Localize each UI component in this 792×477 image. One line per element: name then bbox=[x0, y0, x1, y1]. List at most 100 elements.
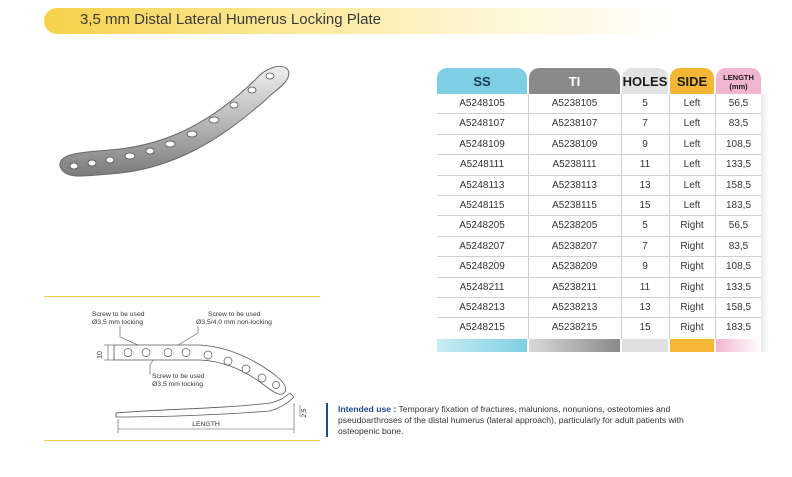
cell-ti: A5238113 bbox=[552, 179, 597, 191]
cell-length: 108,5 bbox=[725, 261, 752, 273]
table-row: A5248211 A5238211 11 Right 133,5 bbox=[437, 278, 761, 298]
cell-length: 108,5 bbox=[725, 138, 752, 150]
cell-ss: A5248205 bbox=[459, 220, 505, 232]
cell-length: 183,5 bbox=[725, 199, 752, 211]
cell-side: Left bbox=[683, 199, 701, 211]
cell-ss: A5248213 bbox=[459, 301, 505, 313]
table-row: A5248213 A5238213 13 Right 158,5 bbox=[437, 298, 761, 319]
cell-ti: A5238109 bbox=[551, 138, 598, 150]
header-length-label: LENGTH bbox=[723, 73, 754, 82]
cell-side: Right bbox=[680, 301, 704, 313]
footer-ss bbox=[437, 339, 527, 352]
cell-side: Right bbox=[680, 261, 704, 273]
divider-top bbox=[44, 296, 320, 297]
table-row: A5248113 A5238113 13 Left 158,5 bbox=[437, 176, 761, 196]
cell-ss: A5248111 bbox=[459, 159, 505, 171]
cell-holes: 7 bbox=[642, 118, 648, 130]
dim-length-label: LENGTH bbox=[192, 421, 220, 428]
cell-holes: 11 bbox=[639, 159, 651, 171]
cell-side: Left bbox=[683, 138, 701, 150]
dim-thickness-label: 2,5 bbox=[301, 408, 308, 417]
product-table: A5248105 A5238105 5 Left 56,5 A5248107 A… bbox=[437, 94, 761, 339]
cell-holes: 9 bbox=[642, 261, 648, 273]
cell-ss: A5248107 bbox=[459, 118, 505, 130]
table-row: A5248115 A5238115 15 Left 183,5 bbox=[437, 196, 761, 217]
table-row: A5248105 A5238105 5 Left 56,5 bbox=[437, 94, 761, 115]
footer-side bbox=[670, 339, 714, 352]
cell-ss: A5248105 bbox=[459, 98, 505, 109]
cell-ti: A5238215 bbox=[551, 322, 598, 334]
column-divider bbox=[621, 94, 622, 339]
footer-length bbox=[716, 339, 761, 352]
footer-ti bbox=[529, 339, 620, 352]
divider-bottom bbox=[44, 440, 320, 441]
header-ti: TI bbox=[529, 68, 620, 94]
cell-ti: A5238213 bbox=[551, 301, 598, 313]
cell-side: Left bbox=[683, 118, 701, 130]
table-row: A5248207 A5238207 7 Right 83,5 bbox=[437, 237, 761, 258]
cell-holes: 13 bbox=[639, 179, 651, 191]
header-side: SIDE bbox=[670, 68, 714, 94]
cell-ss: A5248109 bbox=[459, 138, 505, 150]
cell-length: 133,5 bbox=[725, 281, 752, 293]
header-length: LENGTH (mm) bbox=[716, 68, 761, 94]
cell-length: 158,5 bbox=[725, 179, 752, 191]
cell-ti: A5238111 bbox=[552, 159, 597, 171]
cell-ti: A5238107 bbox=[551, 118, 598, 130]
cell-ti: A5238105 bbox=[551, 98, 598, 109]
screw-label-locking-2: Screw to be used bbox=[152, 373, 205, 380]
cell-holes: 11 bbox=[639, 281, 651, 293]
cell-side: Left bbox=[683, 159, 701, 171]
title-banner bbox=[44, 8, 684, 34]
cell-holes: 7 bbox=[642, 240, 648, 252]
cell-side: Left bbox=[683, 179, 701, 191]
table-row: A5248107 A5238107 7 Left 83,5 bbox=[437, 114, 761, 135]
cell-side: Right bbox=[680, 240, 704, 252]
cell-length: 158,5 bbox=[725, 301, 752, 313]
cell-side: Right bbox=[680, 220, 704, 232]
page-title: 3,5 mm Distal Lateral Humerus Locking Pl… bbox=[80, 11, 381, 28]
cell-length: 56,5 bbox=[728, 220, 749, 232]
technical-drawing: Screw to be used Ø3,5 mm locking Screw t… bbox=[92, 311, 308, 433]
dim-width-label: 10 bbox=[97, 351, 104, 359]
plate-photo bbox=[59, 65, 290, 177]
table-shadow bbox=[761, 94, 769, 352]
cell-side: Left bbox=[683, 98, 701, 109]
header-holes: HOLES bbox=[622, 68, 668, 94]
intended-use-label: Intended use : bbox=[338, 404, 397, 414]
screw-spec-locking-2: Ø3,5 mm locking bbox=[152, 381, 203, 388]
table-row: A5248111 A5238111 11 Left 133,5 bbox=[437, 155, 761, 176]
cell-ss: A5248209 bbox=[459, 261, 505, 273]
cell-holes: 15 bbox=[639, 322, 651, 334]
intended-use-paragraph: Intended use : Temporary fixation of fra… bbox=[338, 404, 718, 436]
table-row: A5248109 A5238109 9 Left 108,5 bbox=[437, 135, 761, 156]
cell-holes: 9 bbox=[642, 138, 648, 150]
cell-ss: A5248211 bbox=[459, 281, 505, 293]
cell-ss: A5248215 bbox=[459, 322, 505, 334]
cell-ti: A5238211 bbox=[552, 281, 597, 293]
cell-ti: A5238207 bbox=[551, 240, 598, 252]
cell-length: 56,5 bbox=[728, 98, 749, 109]
intended-use-marker bbox=[326, 403, 328, 437]
cell-ti: A5238205 bbox=[551, 220, 598, 232]
cell-ti: A5238209 bbox=[551, 261, 598, 273]
screw-label-nonlocking: Screw to be used bbox=[208, 311, 261, 318]
cell-holes: 13 bbox=[639, 301, 651, 313]
cell-side: Right bbox=[680, 281, 704, 293]
intended-use-text: Temporary fixation of fractures, malunio… bbox=[338, 404, 684, 436]
table-row: A5248209 A5238209 9 Right 108,5 bbox=[437, 257, 761, 278]
cell-side: Right bbox=[680, 322, 704, 334]
table-row: A5248215 A5238215 15 Right 183,5 bbox=[437, 318, 761, 338]
column-divider bbox=[669, 94, 670, 339]
cell-length: 83,5 bbox=[728, 240, 749, 252]
table-row: A5248205 A5238205 5 Right 56,5 bbox=[437, 216, 761, 237]
cell-length: 83,5 bbox=[728, 118, 749, 130]
cell-ss: A5248113 bbox=[459, 179, 505, 191]
header-length-unit: (mm) bbox=[729, 82, 748, 91]
column-divider bbox=[715, 94, 716, 339]
cell-holes: 15 bbox=[639, 199, 651, 211]
header-ss: SS bbox=[437, 68, 527, 94]
cell-ss: A5248207 bbox=[459, 240, 505, 252]
column-divider bbox=[528, 94, 529, 339]
cell-length: 133,5 bbox=[725, 159, 752, 171]
